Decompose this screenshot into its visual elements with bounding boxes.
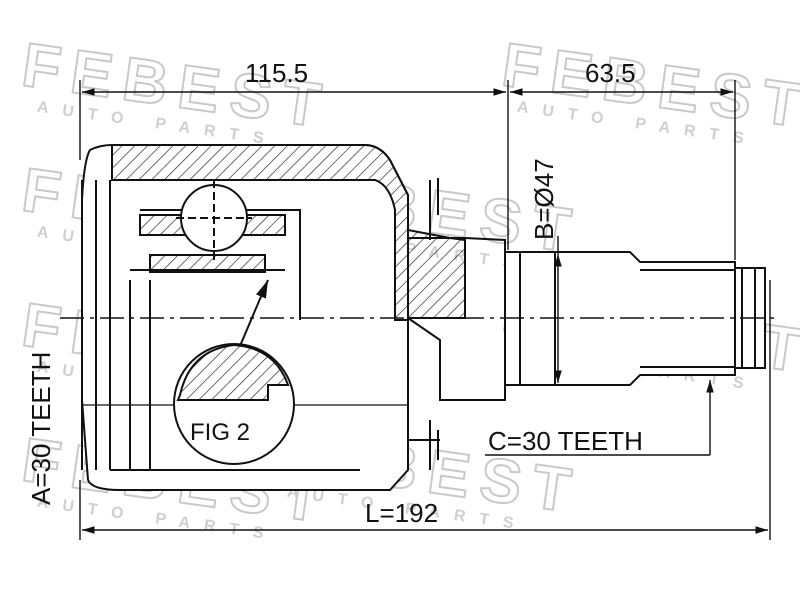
dim-outer-spline-label: C=30 TEETH bbox=[488, 426, 643, 456]
cage-hatch bbox=[149, 254, 266, 273]
dim-total-length bbox=[79, 280, 771, 540]
dim-total-length-label: L=192 bbox=[365, 498, 438, 528]
dim-shaft-diameter-label: B=Ø47 bbox=[529, 158, 559, 240]
detail-label: FIG 2 bbox=[190, 419, 250, 446]
dim-outer-spline bbox=[485, 380, 714, 456]
dim-shaft-length bbox=[510, 80, 736, 260]
housing bbox=[81, 144, 409, 491]
neck bbox=[407, 178, 506, 470]
dim-shaft-length-label: 63.5 bbox=[585, 58, 636, 88]
fig2-detail bbox=[173, 279, 295, 465]
dim-housing-length-label: 115.5 bbox=[245, 58, 308, 88]
neck-lower bbox=[407, 317, 506, 401]
neck-hatch bbox=[407, 228, 466, 319]
housing-top-wall-hatch bbox=[111, 144, 409, 321]
detail-leader bbox=[239, 279, 269, 347]
dim-inner-spline-label: A=30 TEETH bbox=[26, 352, 56, 505]
dim-housing-length bbox=[79, 80, 509, 250]
